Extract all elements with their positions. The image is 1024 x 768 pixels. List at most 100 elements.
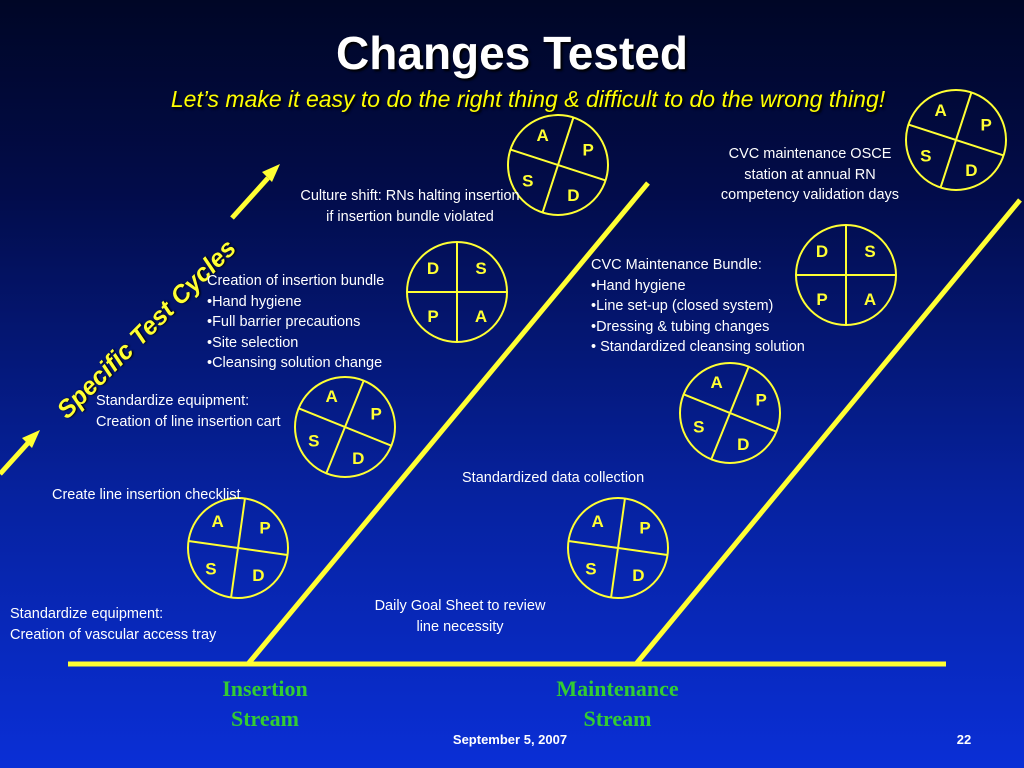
pdsa-letter-plan: P [427,307,438,326]
pdsa-letter-do: D [352,449,364,468]
pdsa-letter-do: D [252,566,264,585]
footer-date: September 5, 2007 [452,732,568,747]
pdsa-letter-plan: P [981,116,992,135]
pdsa-letter-plan: P [259,519,270,538]
note-cvc-osce: CVC maintenance OSCE station at annual R… [690,144,930,206]
note-line: line necessity [416,618,504,635]
note-line: Standardize equipment: [10,606,164,622]
note-insertion-cart: Standardize equipment: Creation of line … [96,391,281,432]
note-line: •Hand hygiene [207,293,302,310]
maintenance-stream-line [634,198,1022,666]
pdsa-letter-do: D [567,186,579,205]
pdsa-letter-plan: P [371,405,382,424]
pdsa-letter-plan: P [583,141,594,160]
note-line: •Site selection [207,334,299,351]
pdsa-cycle: D S P A [406,241,508,343]
note-line: Creation of line insertion cart [96,413,281,430]
note-line: Culture shift: RNs halting insertion [300,188,520,204]
pdsa-cycle: A P S D [567,497,669,599]
note-daily-goal: Daily Goal Sheet to review line necessit… [340,596,580,637]
pdsa-letter-study: S [693,417,704,436]
pdsa-letter-study: S [475,259,486,278]
pdsa-dividers [908,92,1004,188]
note-line: Creation of insertion bundle [207,273,385,289]
note-culture-shift: Culture shift: RNs halting insertion if … [275,186,545,227]
note-line: if insertion bundle violated [326,208,494,225]
pdsa-dividers [298,380,392,474]
pdsa-cycle: A P S D [679,362,781,464]
note-line: Standardized data collection [462,470,645,486]
note-line: station at annual RN [744,166,876,183]
pdsa-letter-plan: P [639,519,650,538]
pdsa-letter-study: S [585,559,596,578]
note-line: Create line insertion checklist [52,487,241,503]
page-subtitle: Let’s make it easy to do the right thing… [170,86,886,112]
note-line: Daily Goal Sheet to review [374,598,546,614]
pdsa-circle [187,497,289,599]
insertion-stream-line [246,181,650,666]
pdsa-letter-study: S [522,171,533,190]
note-line: •Cleansing solution change [207,355,383,371]
stream-label-line: Maintenance [556,676,679,701]
stream-label-line: Stream [583,706,652,731]
pdsa-cycle: D S P A [795,224,897,326]
pdsa-letter-act: A [711,373,723,392]
pdsa-circle [294,376,396,478]
pdsa-letter-act: A [934,101,946,120]
pdsa-letter-do: D [816,242,828,261]
pdsa-letter-act: A [591,512,603,531]
note-line: •Full barrier precautions [207,314,361,330]
page-title: Changes Tested [336,27,688,79]
note-vascular-tray: Standardize equipment: Creation of vascu… [10,604,216,645]
note-line: CVC maintenance OSCE [728,146,892,162]
pdsa-circle [567,497,669,599]
note-insertion-bundle: Creation of insertion bundle •Hand hygie… [207,271,384,374]
pdsa-cycle: A P S D [905,89,1007,191]
note-line: Creation of vascular access tray [10,626,217,643]
pdsa-letter-study: S [205,559,216,578]
pdsa-letter-study: S [864,242,875,261]
pdsa-letter-act: A [864,290,876,309]
note-line: Standardize equipment: [96,393,250,409]
pdsa-letter-do: D [632,566,644,585]
pdsa-cycle: A P S D [187,497,289,599]
stream-label-line: Stream [230,706,300,731]
pdsa-letter-study: S [308,431,319,450]
pdsa-letter-act: A [536,126,548,145]
pdsa-letter-do: D [737,435,749,454]
test-cycles-arrow [0,164,280,476]
pdsa-dividers [510,117,606,213]
note-maintenance-bundle: CVC Maintenance Bundle: •Hand hygiene •L… [591,255,805,358]
pdsa-cycle: A P S D [294,376,396,478]
pdsa-cycle: A P S D [507,114,609,216]
note-line: competency validation days [720,187,900,203]
pdsa-letter-study: S [920,146,931,165]
pdsa-dividers [683,366,777,460]
pdsa-letter-do: D [427,259,439,278]
pdsa-dividers [568,498,668,598]
pdsa-letter-act: A [326,387,338,406]
maintenance-stream-label: Maintenance Stream [520,674,715,734]
insertion-stream-label: Insertion Stream [180,674,350,734]
pdsa-circle [507,114,609,216]
pdsa-dividers [796,225,896,325]
pdsa-letter-plan: P [816,290,827,309]
note-line: • Standardized cleansing solution [591,339,805,355]
note-line: •Dressing & tubing changes [591,318,770,335]
pdsa-dividers [188,498,288,598]
stream-label-line: Insertion [222,676,308,701]
pdsa-dividers [407,242,507,342]
note-data-collection: Standardized data collection [462,468,644,489]
note-line: •Hand hygiene [591,277,686,294]
pdsa-circle [679,362,781,464]
note-line: CVC Maintenance Bundle: [591,257,762,273]
pdsa-letter-do: D [965,161,977,180]
pdsa-letter-plan: P [756,391,767,410]
pdsa-letter-act: A [211,512,223,531]
footer-page-number: 22 [956,732,972,747]
note-checklist: Create line insertion checklist [52,485,241,506]
note-line: •Line set-up (closed system) [591,298,774,314]
pdsa-circle [905,89,1007,191]
pdsa-letter-act: A [475,307,487,326]
